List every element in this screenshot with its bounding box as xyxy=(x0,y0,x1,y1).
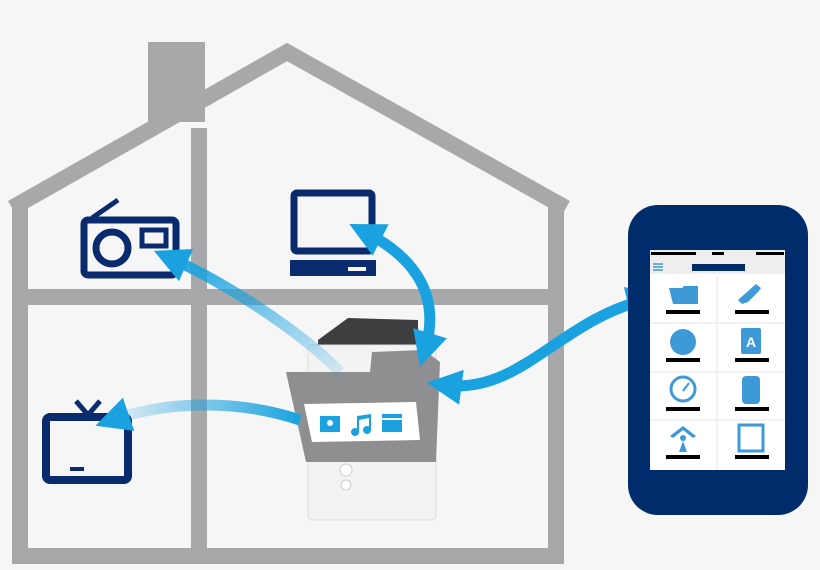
arrow-to-radio xyxy=(153,248,344,376)
svg-text:A: A xyxy=(746,334,756,350)
photo-icon xyxy=(320,416,340,432)
power-button xyxy=(339,463,353,477)
menu-icon[interactable] xyxy=(653,263,663,271)
tv-icon xyxy=(42,399,132,484)
parental-control-icon[interactable] xyxy=(670,426,696,452)
film-clapper-icon xyxy=(382,414,402,432)
wifi-router-icon[interactable] xyxy=(737,423,765,453)
address-book-icon[interactable]: A xyxy=(741,328,761,354)
smartphone: A xyxy=(628,205,808,515)
computer-icon xyxy=(290,189,376,276)
reset-button xyxy=(340,479,352,491)
phone-handset-icon[interactable] xyxy=(738,284,761,304)
repeater-icon[interactable] xyxy=(742,376,760,404)
radio-icon xyxy=(80,197,180,279)
music-note-icon xyxy=(351,414,371,436)
app-title-bar xyxy=(692,264,745,271)
speedometer-icon[interactable] xyxy=(669,375,697,403)
arrow-to-tv xyxy=(95,397,302,431)
wifi-on-icon[interactable] xyxy=(670,329,696,355)
connection-arrows xyxy=(95,224,663,431)
arrow-to-phone xyxy=(426,286,663,405)
media-server xyxy=(286,318,440,521)
folder-icon[interactable] xyxy=(669,286,698,304)
